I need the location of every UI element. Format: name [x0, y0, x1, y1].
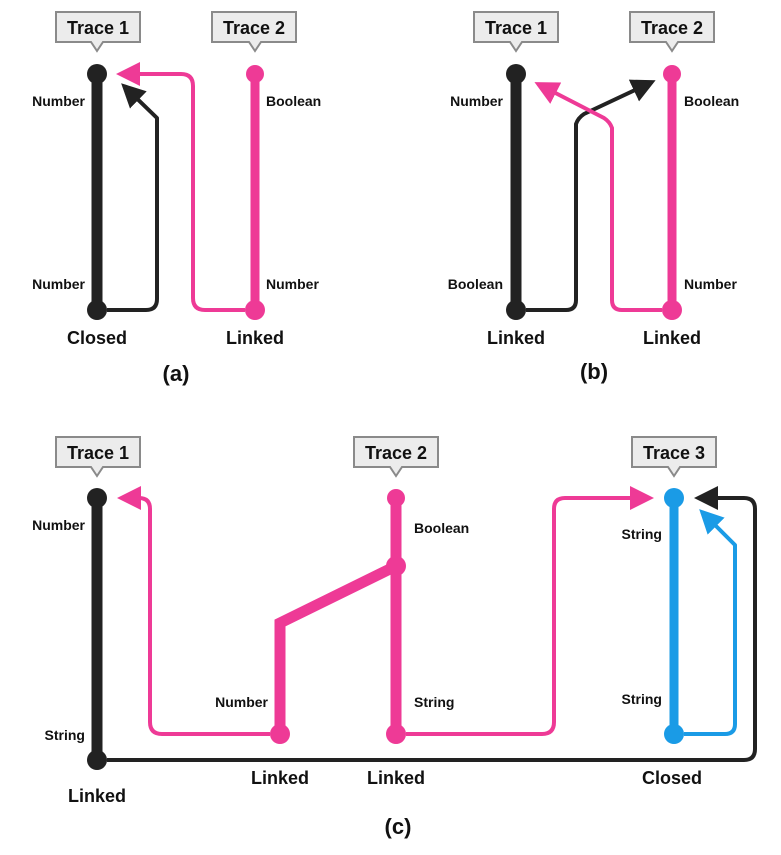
- panel-a: Trace 1 Trace 2 Number Number Boolean Nu…: [32, 11, 321, 386]
- panel-b-trace2-to-trace1-arrow: [534, 82, 662, 312]
- panel-c-trace2-to-trace3-arrow: [406, 486, 654, 736]
- panel-a-link-arrow: [116, 62, 245, 312]
- panel-a-trace2-title: Trace 2: [223, 18, 285, 38]
- panel-a-trace2-top-type: Boolean: [266, 93, 321, 109]
- panel-a-trace1-title: Trace 1: [67, 18, 129, 38]
- panel-c-trace3-bottom-type: String: [622, 691, 662, 707]
- panel-b-trace2-top-node: [663, 65, 681, 83]
- panel-a-caption: (a): [163, 361, 190, 386]
- panel-c-trace3-title: Trace 3: [643, 443, 705, 463]
- panel-c-trace3-top-node: [664, 488, 684, 508]
- panel-a-trace1-top-type: Number: [32, 93, 85, 109]
- panel-c-trace2-state: Linked: [367, 768, 425, 788]
- panel-b: Trace 1 Trace 2 Number Boolean Boolean N…: [448, 11, 739, 384]
- panel-c-trace2-branch-bottom-node: [270, 724, 290, 744]
- panel-c-trace2-title: Trace 2: [365, 443, 427, 463]
- panel-a-trace2-state: Linked: [226, 328, 284, 348]
- panel-c-trace1-top-node: [87, 488, 107, 508]
- panel-b-trace1-box: Trace 1: [473, 11, 559, 53]
- panel-c-trace3-box: Trace 3: [631, 436, 717, 478]
- panel-a-trace2-bottom-node: [245, 300, 265, 320]
- panel-c-trace2-bottom-node: [386, 724, 406, 744]
- panel-c-trace3-closed-loop-arrow: [684, 509, 737, 736]
- panel-c-trace2-branch-node: [386, 556, 406, 576]
- panel-c-trace1-bottom-type: String: [45, 727, 85, 743]
- panel-a-trace1-state: Closed: [67, 328, 127, 348]
- panel-b-trace1-top-node: [506, 64, 526, 84]
- panel-a-trace1-box: Trace 1: [55, 11, 141, 53]
- panel-a-trace1-top-node: [87, 64, 107, 84]
- panel-c-trace1-top-type: Number: [32, 517, 85, 533]
- panel-b-trace1-bottom-node: [506, 300, 526, 320]
- panel-b-trace2-state: Linked: [643, 328, 701, 348]
- panel-c-trace1-bottom-node: [87, 750, 107, 770]
- panel-b-caption: (b): [580, 359, 608, 384]
- panel-b-trace2-title: Trace 2: [641, 18, 703, 38]
- panel-c-trace2-box: Trace 2: [353, 436, 439, 478]
- panel-b-trace2-box: Trace 2: [629, 11, 715, 53]
- panel-c: Trace 1 Trace 2 Trace 3 Number String Li…: [32, 436, 757, 839]
- panel-b-trace1-title: Trace 1: [485, 18, 547, 38]
- panel-c-trace1-to-trace3-arrow: [107, 486, 757, 762]
- panel-a-trace2-box: Trace 2: [211, 11, 297, 53]
- panel-c-trace2-branch: [274, 561, 399, 734]
- panel-a-trace2-top-node: [246, 65, 264, 83]
- panel-a-trace1-bottom-node: [87, 300, 107, 320]
- panel-c-trace3-state: Closed: [642, 768, 702, 788]
- panel-c-trace2-top-type: Boolean: [414, 520, 469, 536]
- panel-c-trace2-top-node: [387, 489, 405, 507]
- panel-b-trace2-bottom-node: [662, 300, 682, 320]
- panel-c-trace2-branch-type: Number: [215, 694, 268, 710]
- panel-c-trace2-bottom-type: String: [414, 694, 454, 710]
- panel-c-trace1-title: Trace 1: [67, 443, 129, 463]
- panel-c-trace3-top-type: String: [622, 526, 662, 542]
- panel-c-branch-to-trace1-arrow: [117, 486, 270, 736]
- panel-c-trace1-box: Trace 1: [55, 436, 141, 478]
- panel-c-trace1-state: Linked: [68, 786, 126, 806]
- panel-b-trace2-bottom-type: Number: [684, 276, 737, 292]
- panel-a-trace1-bottom-type: Number: [32, 276, 85, 292]
- panel-b-trace1-to-trace2-arrow: [526, 79, 656, 312]
- panel-b-trace2-top-type: Boolean: [684, 93, 739, 109]
- panel-b-trace1-bottom-type: Boolean: [448, 276, 503, 292]
- panel-c-caption: (c): [385, 814, 412, 839]
- panel-a-trace2-bottom-type: Number: [266, 276, 319, 292]
- panel-b-trace1-top-type: Number: [450, 93, 503, 109]
- panel-a-closed-loop-arrow: [107, 83, 159, 312]
- panel-c-trace3-bottom-node: [664, 724, 684, 744]
- panel-b-trace1-state: Linked: [487, 328, 545, 348]
- panel-c-trace2-branch-state: Linked: [251, 768, 309, 788]
